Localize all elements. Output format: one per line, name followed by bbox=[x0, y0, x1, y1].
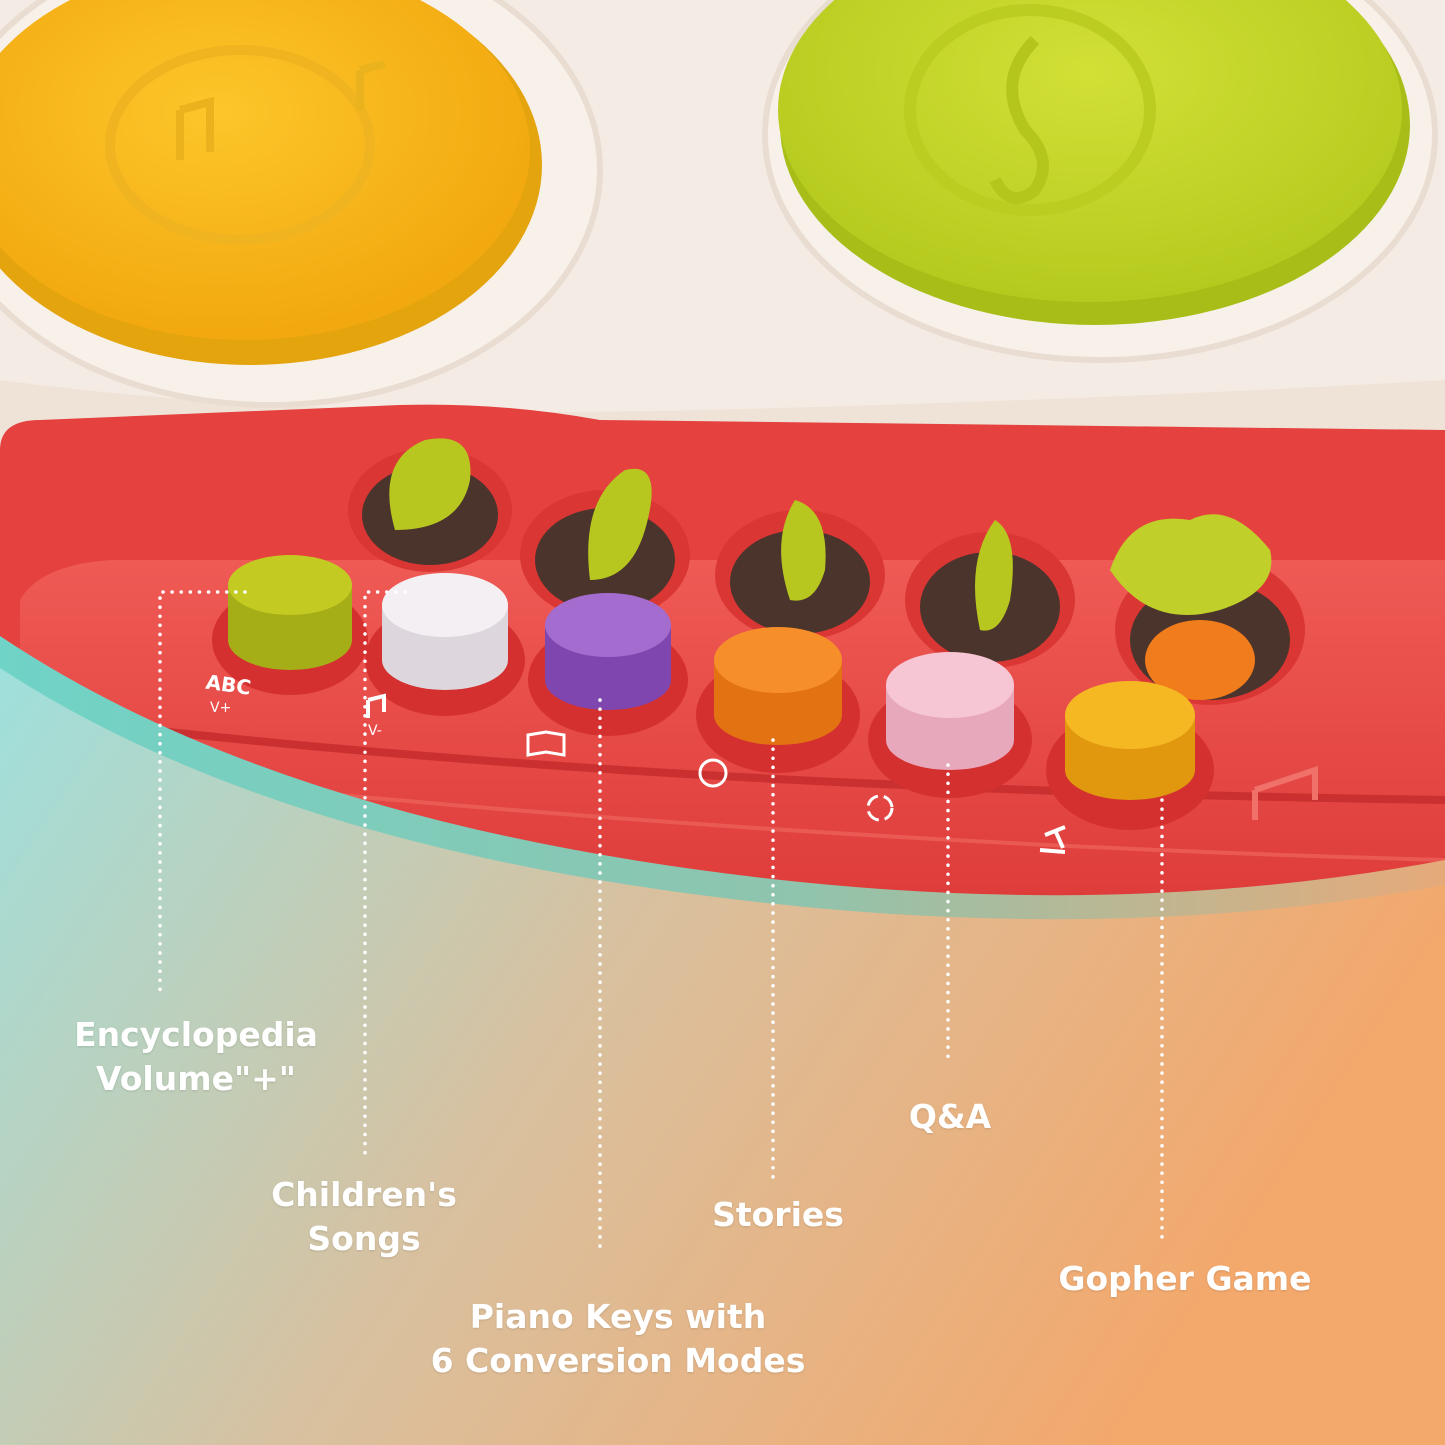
volume-up-text: V+ bbox=[210, 700, 231, 716]
label-line: Stories bbox=[712, 1195, 844, 1234]
leader-lines bbox=[158, 590, 1164, 1257]
button-abc-volume-up bbox=[212, 555, 368, 695]
label-line: Children's bbox=[271, 1175, 457, 1214]
musical-notes-icon bbox=[176, 60, 386, 160]
button-cycle bbox=[868, 652, 1032, 798]
hammer-icon bbox=[1039, 825, 1066, 854]
yellow-drum-pad bbox=[0, 0, 603, 408]
label-line: Q&A bbox=[908, 1097, 992, 1136]
leaf-1 bbox=[389, 438, 471, 530]
leaf-3 bbox=[781, 500, 826, 601]
button-stories bbox=[528, 593, 688, 736]
label-encyclopedia-volume-up: Encyclopedia Volume"+" bbox=[36, 1013, 356, 1101]
carrot-gopher bbox=[1145, 620, 1255, 700]
gopher-holes bbox=[348, 438, 1305, 705]
label-line: Piano Keys with bbox=[469, 1297, 767, 1336]
label-piano-keys: Piano Keys with 6 Conversion Modes bbox=[358, 1295, 878, 1383]
button-gopher-game bbox=[1046, 681, 1214, 830]
green-drum-pad bbox=[762, 0, 1438, 363]
label-line: Gopher Game bbox=[1058, 1259, 1312, 1298]
leaf-2 bbox=[588, 468, 652, 580]
mode-buttons bbox=[212, 555, 1214, 830]
question-bubble-icon bbox=[698, 758, 728, 788]
musical-notes-icon-base bbox=[1252, 765, 1318, 820]
book-icon bbox=[526, 730, 566, 757]
label-childrens-songs: Children's Songs bbox=[224, 1173, 504, 1261]
volume-down-text: V- bbox=[368, 723, 382, 739]
label-line: Volume"+" bbox=[95, 1059, 296, 1098]
label-line: 6 Conversion Modes bbox=[430, 1341, 806, 1380]
leaf-5 bbox=[1110, 514, 1272, 615]
treble-clef-icon bbox=[989, 35, 1049, 204]
cycle-icon bbox=[866, 794, 894, 822]
printed-icons: ABC V+ V- bbox=[204, 670, 1318, 854]
button-qa bbox=[696, 627, 860, 773]
label-stories: Stories bbox=[668, 1193, 888, 1237]
leader-line-encyclopedia bbox=[158, 590, 247, 999]
label-gopher-game: Gopher Game bbox=[1020, 1257, 1350, 1301]
button-songs-volume-down bbox=[365, 573, 525, 716]
label-qa: Q&A bbox=[860, 1095, 1040, 1139]
leaf-4 bbox=[975, 520, 1013, 631]
label-line: Encyclopedia bbox=[74, 1015, 318, 1054]
label-line: Songs bbox=[307, 1219, 421, 1258]
music-note-icon bbox=[366, 693, 386, 718]
gradient-background bbox=[0, 668, 1445, 1445]
